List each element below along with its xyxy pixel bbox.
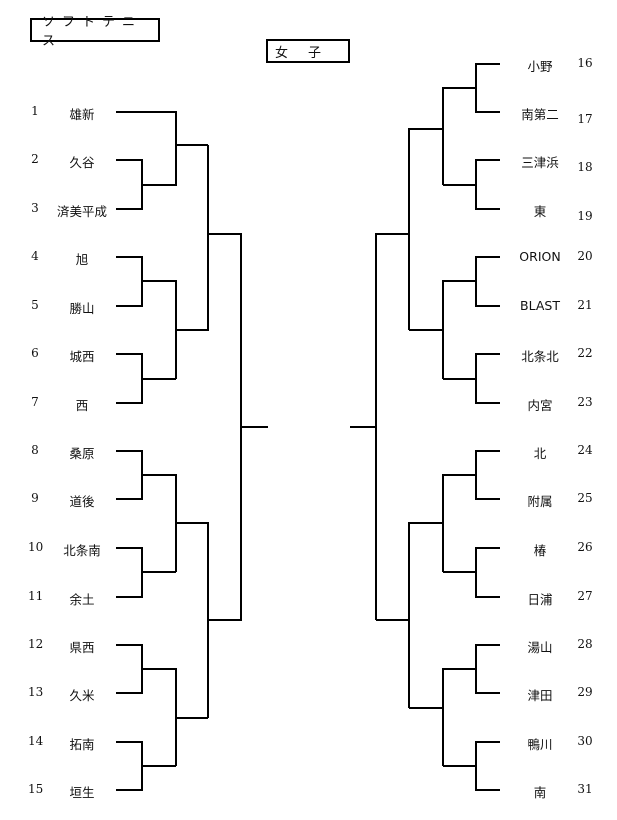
team-name: 雄新: [69, 107, 95, 122]
team-name: 勝山: [69, 301, 95, 316]
bracket-line: [116, 111, 208, 146]
team-name: 津田: [527, 688, 553, 703]
team-name: 済美平成: [56, 204, 107, 219]
team-name: 鴨川: [527, 737, 553, 752]
team-name: 日浦: [527, 592, 553, 607]
team-name: 南第二: [521, 107, 559, 122]
team-name: 湯山: [527, 640, 553, 655]
team-name: ORION: [519, 249, 561, 264]
seed-number: 27: [577, 589, 593, 603]
team-name: 道後: [69, 494, 95, 509]
seed-number: 31: [577, 782, 593, 796]
seed-number: 4: [31, 249, 39, 263]
bracket-line: [208, 427, 242, 621]
team-name: 椿: [533, 543, 547, 558]
seed-number: 26: [577, 540, 593, 554]
bracket-line: [142, 474, 177, 572]
seed-number: 24: [577, 443, 593, 457]
bracket-line: [116, 547, 143, 598]
bracket-line: [116, 353, 143, 404]
team-name: 北条北: [521, 349, 559, 364]
team-name: 南: [533, 785, 547, 800]
seed-number: 2: [31, 152, 39, 166]
team-name: 拓南: [69, 737, 95, 752]
team-name: 三津浜: [521, 155, 559, 170]
seed-number: 7: [31, 395, 39, 409]
bracket-line: [408, 522, 443, 708]
bracket-line: [475, 547, 500, 598]
bracket-line: [176, 522, 209, 718]
team-name: 余土: [69, 592, 95, 607]
team-name: 城西: [69, 349, 95, 364]
bracket-line: [116, 159, 143, 210]
team-name: 小野: [527, 59, 553, 74]
seed-number: 15: [28, 782, 44, 796]
seed-number: 11: [28, 589, 44, 603]
seed-number: 19: [577, 209, 593, 223]
bracket-line: [442, 668, 476, 766]
bracket-line: [142, 668, 177, 766]
team-name: 県西: [69, 640, 95, 655]
team-name: 内宮: [527, 398, 553, 413]
seed-number: 28: [577, 637, 593, 651]
seed-number: 12: [28, 637, 44, 651]
seed-number: 30: [577, 734, 593, 748]
bracket-line: [475, 644, 500, 694]
bracket-line: [408, 128, 443, 330]
team-name: 北: [533, 446, 547, 461]
seed-number: 22: [577, 346, 593, 360]
seed-number: 1: [31, 104, 39, 118]
seed-number: 13: [28, 685, 44, 699]
team-name: 附属: [527, 494, 553, 509]
bracket-line: [208, 233, 268, 428]
team-name: 久米: [69, 688, 95, 703]
team-name: 垣生: [69, 785, 95, 800]
bracket-line: [475, 450, 500, 500]
seed-number: 17: [577, 112, 593, 126]
seed-number: 14: [28, 734, 44, 748]
bracket-line: [375, 233, 409, 620]
seed-number: 6: [31, 346, 39, 360]
bracket-line: [475, 353, 500, 404]
bracket-line: [116, 450, 143, 500]
seed-number: 16: [577, 56, 593, 70]
seed-number: 8: [31, 443, 39, 457]
bracket-line: [442, 87, 476, 185]
bracket-line: [116, 644, 143, 694]
seed-number: 21: [577, 298, 593, 312]
team-name: 旭: [75, 252, 89, 267]
seed-number: 5: [31, 298, 39, 312]
seed-number: 25: [577, 491, 593, 505]
bracket-line: [116, 256, 143, 307]
division-label: 女子: [266, 39, 350, 63]
team-name: 桑原: [69, 446, 95, 461]
bracket-line: [442, 474, 476, 572]
seed-number: 10: [28, 540, 44, 554]
seed-number: 18: [577, 160, 593, 174]
seed-number: 9: [31, 491, 39, 505]
bracket-line: [176, 145, 209, 331]
bracket-line: [142, 280, 177, 379]
team-name: BLAST: [520, 298, 560, 313]
team-name: 北条南: [63, 543, 101, 558]
bracket-line: [116, 741, 143, 791]
team-name: 西: [75, 398, 89, 413]
seed-number: 3: [31, 201, 39, 215]
team-name: 東: [533, 204, 547, 219]
seed-number: 29: [577, 685, 593, 699]
bracket-line: [442, 280, 476, 379]
seed-number: 20: [577, 249, 593, 263]
bracket-line: [475, 256, 500, 307]
seed-number: 23: [577, 395, 593, 409]
bracket-line: [475, 159, 500, 210]
team-name: 久谷: [69, 155, 95, 170]
bracket-line: [142, 145, 177, 186]
bracket-line: [475, 63, 500, 113]
bracket-line: [475, 741, 500, 791]
